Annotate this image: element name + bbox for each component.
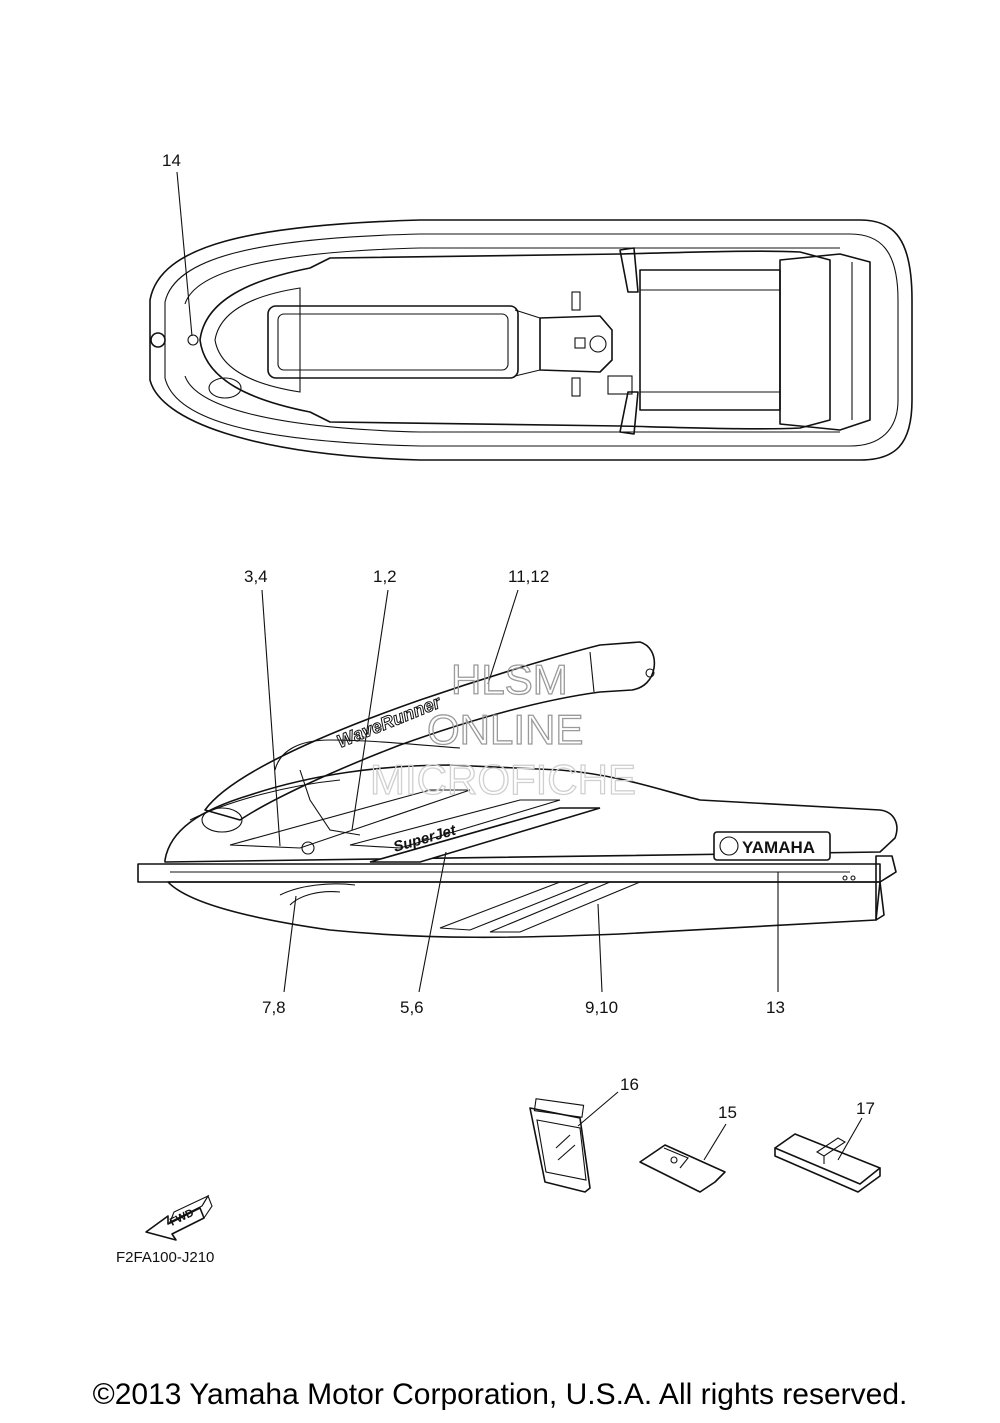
watermark: HLSM ONLINE MICROFICHE [369,655,636,803]
callout-7-8: 7,8 [262,998,286,1017]
callout-17: 17 [856,1099,875,1118]
copyright-footer: ©2013 Yamaha Motor Corporation, U.S.A. A… [92,1378,908,1411]
callout-14: 14 [162,151,181,170]
fwd-label: FWD [168,1207,196,1229]
callout-16: 16 [620,1075,639,1094]
parts-diagram: 14 WaveRunner SuperJet YAMAHA [116,151,913,1266]
callout-9-10: 9,10 [585,998,618,1017]
callout-11-12: 11,12 [508,567,549,586]
hull-brand-decal: YAMAHA [742,838,815,857]
callout-15: 15 [718,1103,737,1122]
watermark-line-1: HLSM [451,656,568,703]
callout-1-2: 1,2 [373,567,397,586]
watermark-line-3: MICROFICHE [370,756,636,803]
accessories: 16 15 17 [529,1075,881,1193]
callout-3-4: 3,4 [244,567,268,586]
callout-5-6: 5,6 [400,998,424,1017]
callout-13: 13 [766,998,785,1017]
top-view-watercraft: 14 [149,151,913,461]
fwd-arrow: FWD [145,1194,213,1241]
diagram-code: F2FA100-J210 [116,1249,214,1266]
watermark-line-2: ONLINE [427,706,583,753]
